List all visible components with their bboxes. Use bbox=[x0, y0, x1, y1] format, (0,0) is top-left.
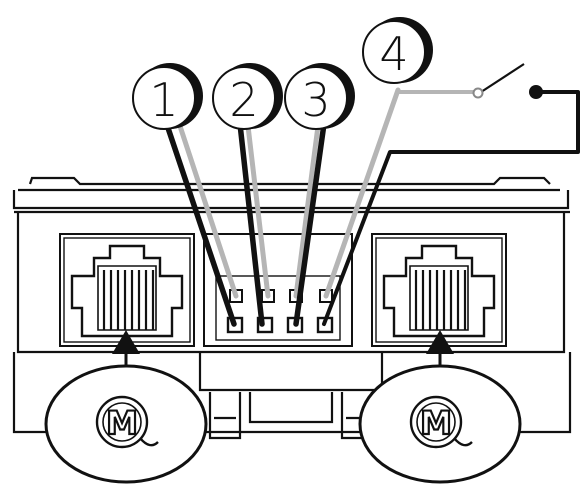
wire-2-black bbox=[237, 121, 265, 327]
wire-1-black bbox=[163, 119, 237, 327]
device-body bbox=[12, 176, 572, 440]
svg-text:M: M bbox=[420, 404, 452, 442]
svg-text:2: 2 bbox=[229, 73, 258, 127]
svg-text:1: 1 bbox=[149, 73, 178, 127]
wire-2-gray bbox=[245, 123, 271, 299]
wires bbox=[163, 87, 580, 327]
svg-text:M: M bbox=[106, 404, 138, 442]
terminal-label-3: 3 bbox=[284, 63, 355, 130]
left-logo: M bbox=[44, 364, 208, 484]
terminal-label-4: 4 bbox=[362, 17, 433, 84]
terminal-label-1: 1 bbox=[132, 63, 203, 130]
terminal-label-2: 2 bbox=[212, 63, 283, 130]
wire-1-gray bbox=[175, 117, 239, 299]
m-logo-icon: M bbox=[409, 395, 473, 449]
right-logo: M bbox=[358, 364, 522, 484]
switch-icon bbox=[472, 63, 543, 99]
wire-4-black bbox=[322, 90, 580, 326]
rj45-port-icon bbox=[70, 244, 184, 338]
wire-3-gray bbox=[293, 123, 321, 299]
right-port bbox=[371, 233, 507, 347]
left-port bbox=[59, 233, 195, 347]
svg-text:4: 4 bbox=[379, 27, 408, 81]
svg-text:3: 3 bbox=[301, 73, 330, 127]
rj45-port-icon bbox=[382, 244, 496, 338]
wire-3-black bbox=[293, 121, 327, 327]
wire-4-gray bbox=[323, 87, 401, 299]
m-logo-icon: M bbox=[95, 395, 159, 449]
